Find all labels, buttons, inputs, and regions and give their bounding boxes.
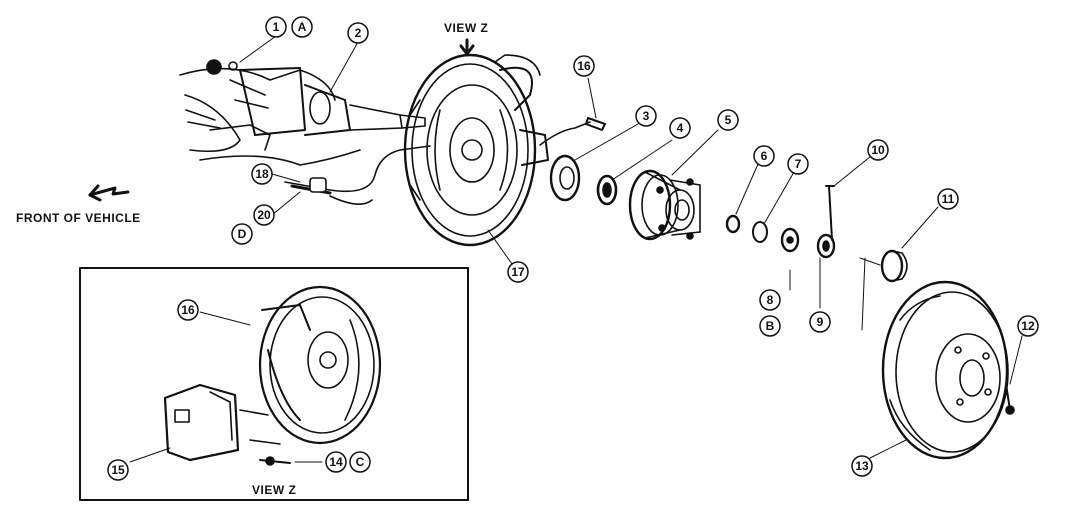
callout-number: 14 <box>329 455 343 469</box>
callout-number: 15 <box>111 463 125 477</box>
view-z-arrow-icon <box>459 38 475 56</box>
callout-circle <box>291 16 313 38</box>
callout-number: 6 <box>761 149 768 163</box>
callout-circle <box>265 16 287 38</box>
callout-C: C <box>349 451 371 473</box>
callout-number: 9 <box>817 315 824 329</box>
callout-16top: 16 <box>573 55 595 77</box>
callout-number: 12 <box>1021 319 1035 333</box>
callout-number: C <box>356 455 365 469</box>
callout-circle <box>507 261 529 283</box>
hub <box>628 169 701 241</box>
callout-circle <box>253 204 275 226</box>
callout-number: 20 <box>257 208 271 222</box>
callout-circle <box>325 451 347 473</box>
callout-20: 20 <box>253 204 275 226</box>
callout-5: 5 <box>717 109 739 131</box>
callout-circle <box>717 109 739 131</box>
callout-13: 13 <box>851 455 873 477</box>
view-z-inset-frame <box>79 267 469 501</box>
callout-9: 9 <box>809 311 831 333</box>
callout-circle <box>867 139 889 161</box>
inset-caliper <box>163 383 281 462</box>
dust-cap <box>880 249 908 283</box>
callout-7: 7 <box>787 153 809 175</box>
callout-number: A <box>298 20 307 34</box>
callout-3: 3 <box>635 105 657 127</box>
callout-circle <box>753 145 775 167</box>
front-arrow-icon <box>88 184 130 202</box>
brake-rotor <box>881 280 1009 460</box>
inset-backing-plate <box>258 285 382 445</box>
callout-8: 8 <box>759 289 781 311</box>
callout-number: 1 <box>273 20 280 34</box>
callout-number: 8 <box>767 293 774 307</box>
callout-15: 15 <box>107 459 129 481</box>
callout-circle <box>177 299 199 321</box>
washer-nut-set <box>725 185 836 259</box>
callout-circle <box>809 311 831 333</box>
view-z-title-inset: VIEW Z <box>252 483 296 497</box>
callout-1: 1 <box>265 16 287 38</box>
callout-circle <box>635 105 657 127</box>
seal <box>549 154 581 202</box>
callout-number: 5 <box>725 113 732 127</box>
callout-circle <box>347 22 369 44</box>
callout-circle <box>787 153 809 175</box>
inner-bearing <box>596 174 618 206</box>
callout-number: D <box>238 227 247 241</box>
callout-number: 16 <box>577 59 591 73</box>
callout-17: 17 <box>507 261 529 283</box>
callout-circle <box>759 315 781 337</box>
callout-number: 18 <box>255 167 269 181</box>
callout-circle <box>759 289 781 311</box>
callout-circle <box>1017 315 1039 337</box>
callout-number: 7 <box>795 157 802 171</box>
callout-number: B <box>766 319 775 333</box>
callout-circle <box>107 459 129 481</box>
callout-circle <box>573 55 595 77</box>
front-of-vehicle-label: FRONT OF VEHICLE <box>16 211 141 225</box>
callout-18: 18 <box>251 163 273 185</box>
leader-lines <box>239 35 1023 459</box>
callout-B: B <box>759 315 781 337</box>
inset-bolt <box>259 456 291 466</box>
callout-number: 17 <box>511 265 525 279</box>
callout-number: 16 <box>181 303 195 317</box>
callout-11: 11 <box>937 188 959 210</box>
callout-circle <box>937 188 959 210</box>
callout-circle <box>851 455 873 477</box>
backing-plate <box>403 53 549 247</box>
view-z-title-top: VIEW Z <box>444 21 488 35</box>
callout-2: 2 <box>347 22 369 44</box>
inset-leader-lines <box>129 311 323 463</box>
callout-circle <box>231 223 253 245</box>
axle-assembly <box>179 59 426 166</box>
callout-circle <box>251 163 273 185</box>
callout-number: 11 <box>942 192 955 206</box>
brake-line <box>284 121 591 205</box>
bleeder-screw <box>585 117 606 131</box>
callout-16inset: 16 <box>177 299 199 321</box>
callout-4: 4 <box>669 117 691 139</box>
callout-A: A <box>291 16 313 38</box>
callout-14: 14 <box>325 451 347 473</box>
callout-D: D <box>231 223 253 245</box>
callout-number: 10 <box>871 143 885 157</box>
lug-bolt <box>1005 383 1015 415</box>
callout-number: 4 <box>677 121 684 135</box>
callout-number: 13 <box>855 459 869 473</box>
callout-number: 3 <box>643 109 650 123</box>
callout-circle <box>349 451 371 473</box>
callout-10: 10 <box>867 139 889 161</box>
callout-number: 2 <box>355 26 362 40</box>
callout-12: 12 <box>1017 315 1039 337</box>
callout-6: 6 <box>753 145 775 167</box>
callout-circle <box>669 117 691 139</box>
